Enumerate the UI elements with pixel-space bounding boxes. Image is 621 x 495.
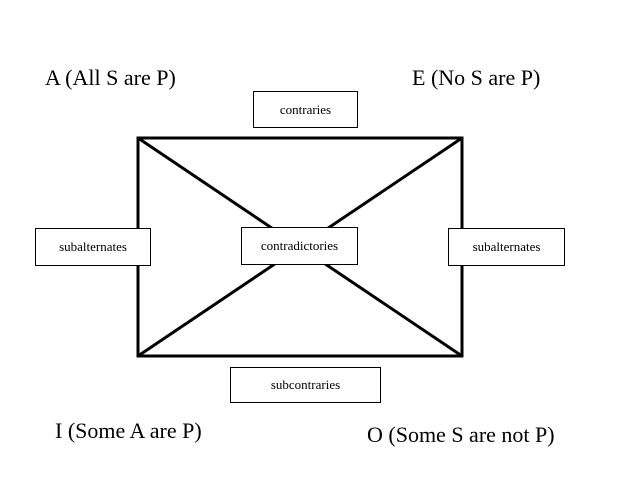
contradictories-box: contradictories — [241, 227, 358, 265]
corner-o-label: O (Some S are not P) — [367, 422, 555, 447]
corner-e-label: E (No S are P) — [412, 65, 541, 90]
subalternates-left-box: subalternates — [35, 228, 151, 266]
corner-i-label: I (Some A are P) — [55, 418, 202, 443]
subcontraries-box: subcontraries — [230, 367, 381, 403]
subalternates-right-box: subalternates — [448, 228, 565, 266]
contraries-box: contraries — [253, 91, 358, 128]
corner-a-label: A (All S are P) — [45, 65, 176, 90]
